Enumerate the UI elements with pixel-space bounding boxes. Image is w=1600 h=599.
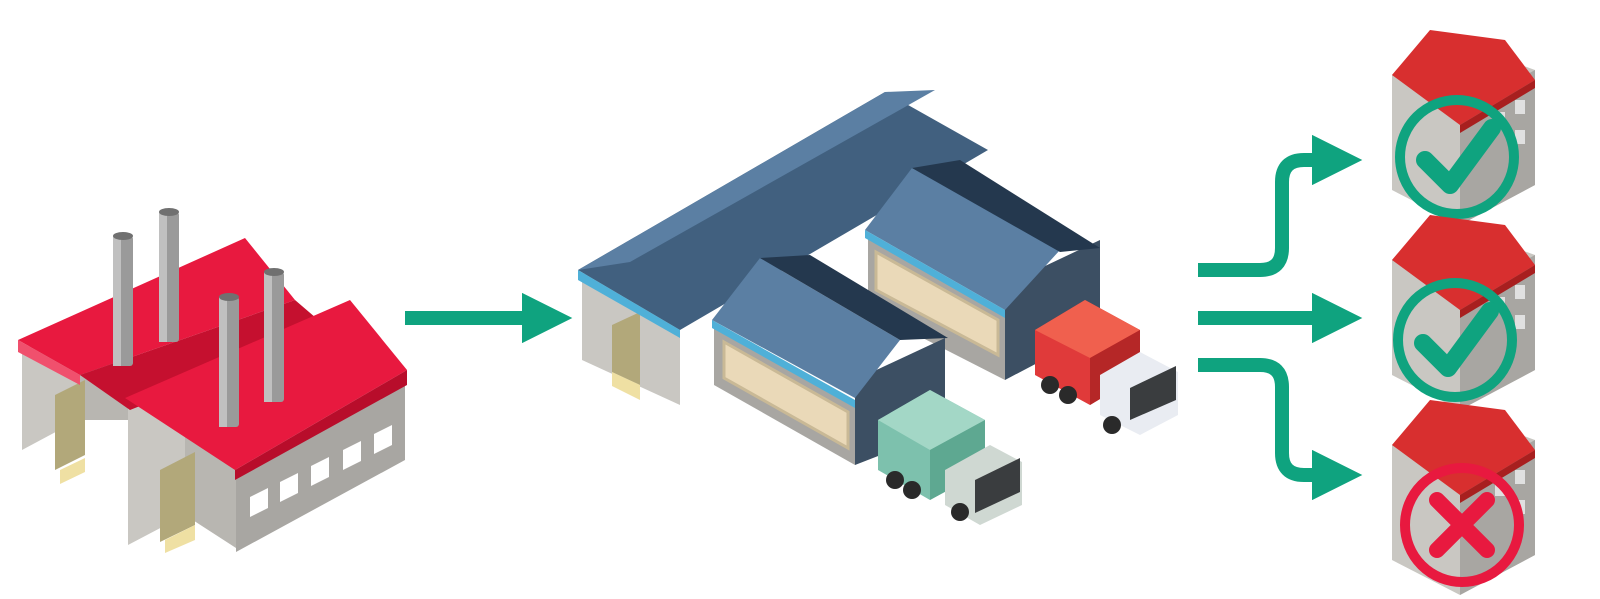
factory-icon <box>18 208 407 553</box>
arrow-up-branch-icon <box>1198 134 1363 277</box>
chimney-group <box>113 208 284 427</box>
truck-icon <box>1035 300 1178 435</box>
arrow-down-branch-icon <box>1198 358 1363 501</box>
check-icon <box>1416 119 1501 194</box>
check-icon <box>1414 302 1499 377</box>
door-icon <box>55 380 85 470</box>
house-icon <box>1392 215 1535 410</box>
house-icon <box>1392 30 1535 225</box>
house-icon <box>1392 400 1535 595</box>
distribution-arrows <box>1198 134 1363 501</box>
door-icon <box>160 452 195 542</box>
warehouse-icon <box>578 90 1100 465</box>
truck-icon <box>878 390 1022 525</box>
cross-icon <box>1429 492 1495 558</box>
check-circle-icon <box>1395 95 1519 219</box>
check-circle-icon <box>1393 278 1517 402</box>
cross-circle-icon <box>1400 463 1524 587</box>
